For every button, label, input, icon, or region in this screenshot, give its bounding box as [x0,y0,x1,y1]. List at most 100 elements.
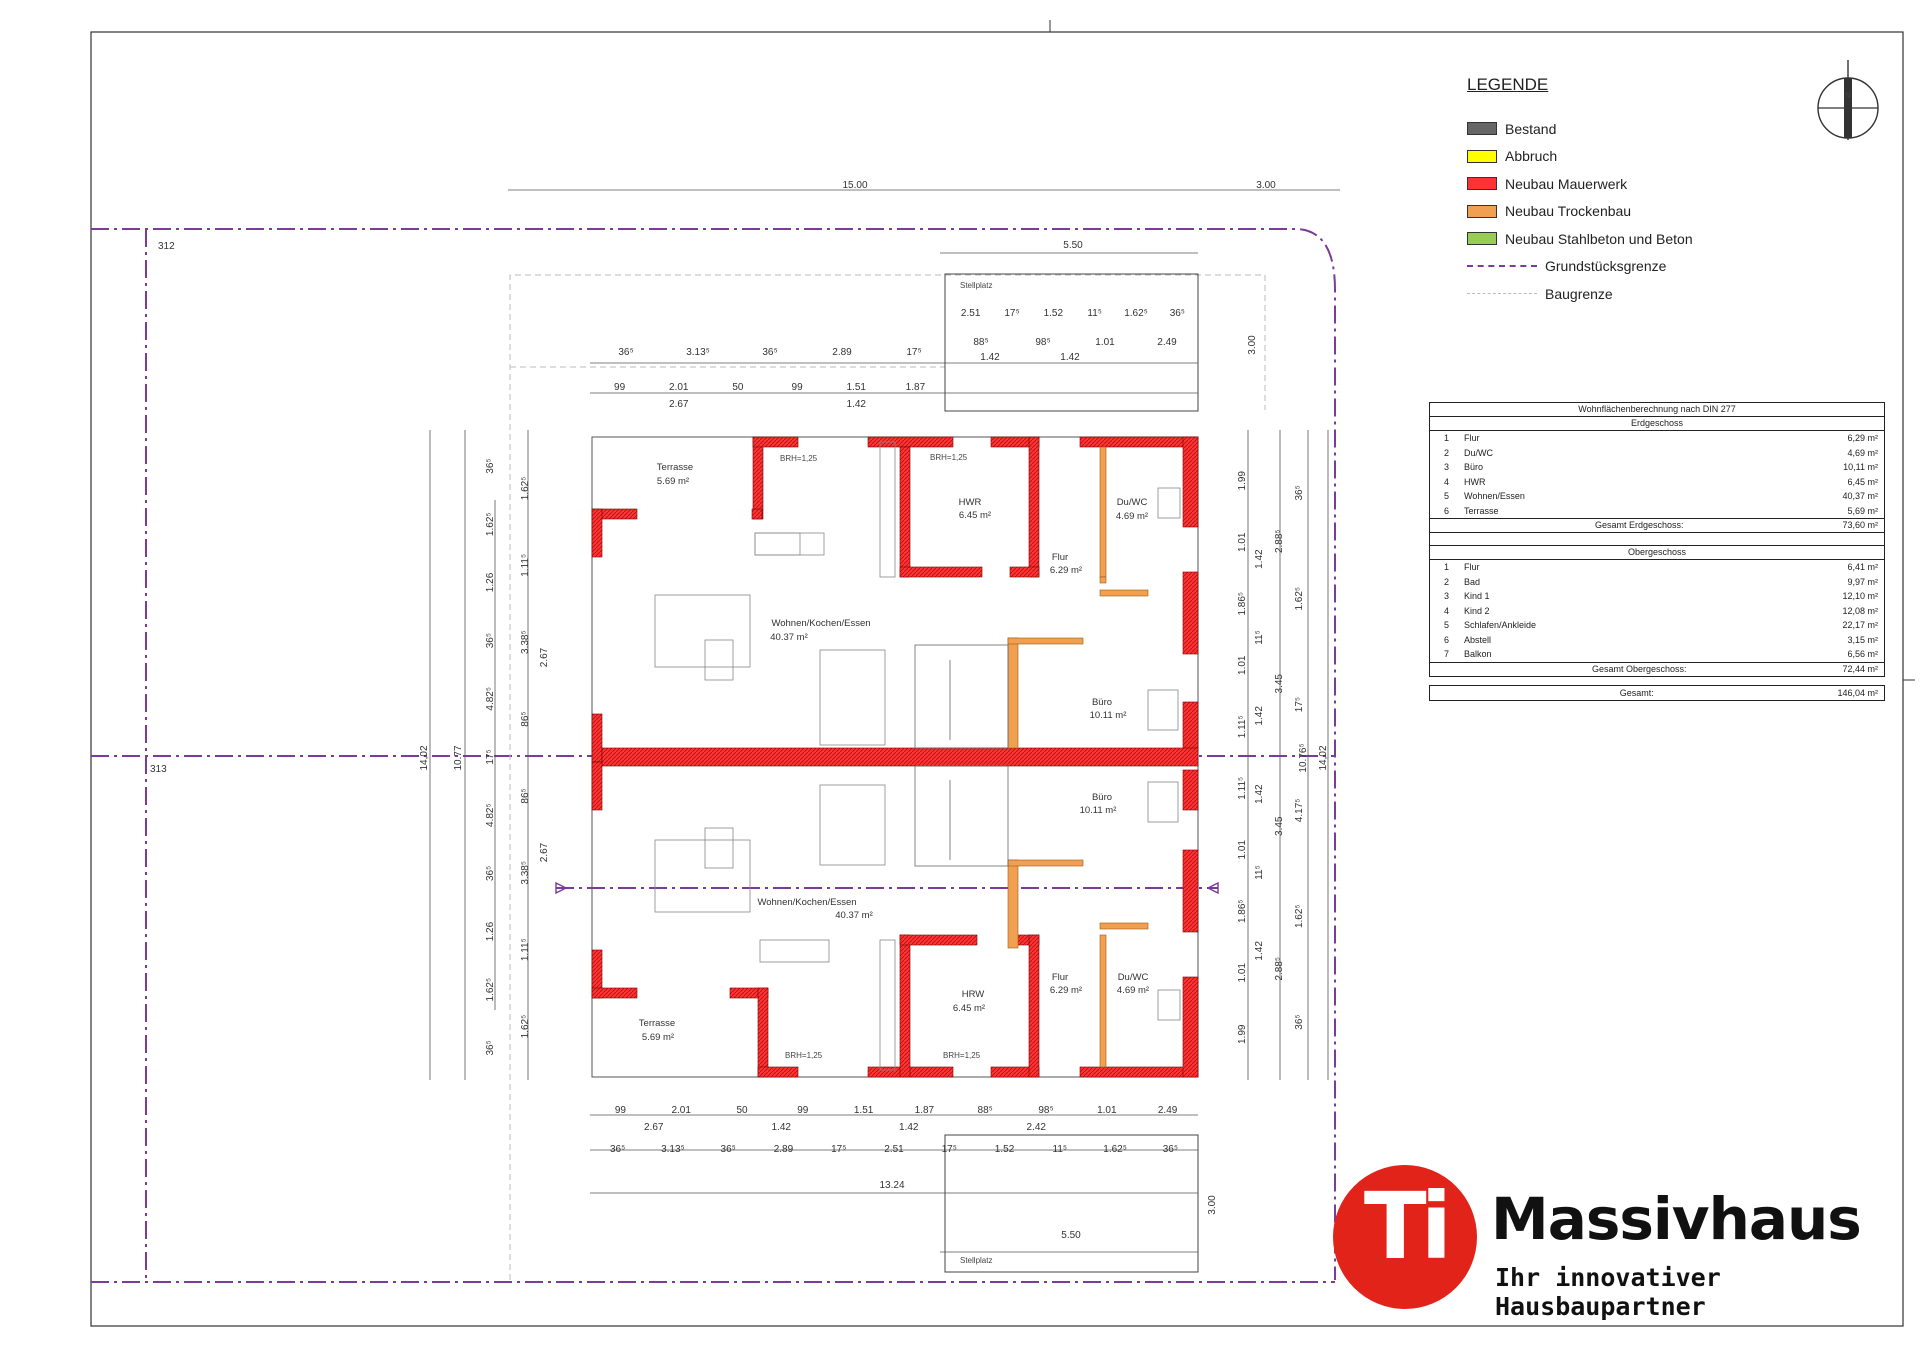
legend-label: Bestand [1505,120,1557,137]
sheet-border [90,31,1904,1327]
svg-text:HRW: HRW [962,989,985,1000]
rooms-bottom: Büro 10.11 m² Wohnen/Kochen/Essen 40.37 … [639,792,1149,1043]
svg-text:40.37 m²: 40.37 m² [835,910,873,921]
dim-label: 2.67 [644,1122,664,1133]
area-cell-value: 10,11 m² [1843,462,1878,472]
svg-text:14,02: 14,02 [1318,745,1329,770]
legend-item: Bestand [1467,115,1767,143]
legend-label: Neubau Mauerwerk [1505,175,1628,192]
dim-label: 36⁵ [762,347,777,358]
dim-label: 88⁵ [973,337,988,348]
dim-label: 1.26 [485,921,496,941]
svg-text:Büro: Büro [1092,792,1112,803]
svg-text:6.45 m²: 6.45 m² [959,510,991,521]
dim-label: 4.17⁵ [1294,799,1305,823]
svg-text:Büro: Büro [1092,697,1112,708]
svg-text:BRH=1,25: BRH=1,25 [930,453,968,462]
svg-text:Flur: Flur [1052,552,1068,563]
area-cell-value: 6,41 m² [1847,562,1878,572]
svg-text:5.50: 5.50 [1061,1230,1081,1241]
area-cell-n: 6 [1444,505,1450,516]
dim-label: 1.01 [1237,532,1248,552]
area-cell-n: 2 [1444,576,1450,587]
svg-text:Terrasse: Terrasse [639,1018,675,1029]
svg-text:4.69 m²: 4.69 m² [1116,511,1148,522]
og-total-row: Gesamt Obergeschoss: 72,44 m² [1430,661,1884,676]
area-table: Wohnflächenberechnung nach DIN 277 Erdge… [1429,402,1885,701]
dim-label: 11⁵ [1053,1144,1068,1155]
svg-text:Du/WC: Du/WC [1118,972,1149,983]
dim-label: 1.42 [1254,549,1265,569]
legend-item: Abbruch [1467,143,1767,171]
parking-top-label: Stellplatz [960,281,992,290]
dim-label: 1.11⁵ [520,938,531,961]
dim-label: 36⁵ [618,347,633,358]
area-cell-value: 22,17 m² [1842,620,1878,630]
dim-label: 2.42 [1027,1122,1047,1133]
dim-label: 36⁵ [1170,308,1185,319]
dim-label: 2.49 [1158,1105,1178,1116]
dim-label: 1.51 [854,1105,874,1116]
dim-label: 1.62⁵ [1294,587,1305,611]
parcel-313: 313 [150,764,167,775]
dim-label: 2.88⁵ [1274,957,1285,981]
legend-title: LEGENDE [1467,75,1549,94]
dim-label: 1.01 [1237,655,1248,675]
dim-label: 36⁵ [485,633,496,648]
parking-top [944,273,1199,412]
svg-text:6.45 m²: 6.45 m² [953,1003,985,1014]
dim-label: 1.86⁵ [1237,592,1248,616]
dim-label: 1.11⁵ [520,554,531,577]
dim-label: 1.99 [1237,471,1248,491]
company-logo: Ti Massivhaus Ihr innovativer Hausbaupar… [1333,1165,1888,1321]
dim-label: 1.52 [995,1144,1015,1155]
area-cell-label: Schlafen/Ankleide [1464,620,1537,630]
area-cell-n: 5 [1444,620,1450,630]
logo-mark: Ti [1363,1173,1452,1280]
furniture [654,441,1181,1071]
legend-swatch [1467,293,1537,295]
area-table-eg-title: Erdgeschoss [1430,417,1884,431]
dim-label: 36⁵ [485,1040,496,1055]
svg-text:5.69 m²: 5.69 m² [657,476,689,487]
svg-text:15.00: 15.00 [842,180,867,191]
dim-label: 1.62⁵ [1103,1144,1127,1155]
svg-text:HWR: HWR [959,497,982,508]
svg-text:5.50: 5.50 [1063,240,1083,251]
area-cell-n: 7 [1444,649,1450,659]
dim-label: 17⁵ [485,749,496,764]
dim-label: 1.62⁵ [520,1015,531,1039]
dim-label: 88⁵ [978,1105,993,1116]
dim-label: 3.38⁵ [520,630,531,654]
area-cell-label: Terrasse [1464,505,1499,516]
dim-label: 3.38⁵ [520,861,531,885]
dim-label: 1.62⁵ [1294,904,1305,928]
dim-label: 1.42 [899,1122,919,1133]
dim-label: 17⁵ [906,347,921,358]
dim-label: 2.49 [1157,337,1177,348]
dim-label: 1.01 [1237,840,1248,860]
svg-text:5.69 m²: 5.69 m² [642,1032,674,1043]
legend-label: Baugrenze [1545,285,1613,302]
dim-label: 2.01 [669,382,689,393]
dim-label: 2.51 [884,1144,904,1155]
legend-label: Neubau Stahlbeton und Beton [1505,230,1693,247]
area-cell-label: Flur [1464,562,1480,572]
dim-label: 11⁵ [1254,865,1265,880]
dim-label: 99 [797,1105,809,1116]
dim-label: 36⁵ [485,458,496,473]
dim-label: 1.42 [772,1122,792,1133]
dim-label: 1.87 [915,1105,935,1116]
dim-label: 1.62⁵ [520,477,531,501]
dim-label: 2.67 [669,399,689,410]
svg-text:3.00: 3.00 [1207,1195,1218,1215]
svg-text:4.69 m²: 4.69 m² [1117,985,1149,996]
area-cell-n: 3 [1444,591,1450,601]
legend-item: Neubau Stahlbeton und Beton [1467,225,1767,253]
